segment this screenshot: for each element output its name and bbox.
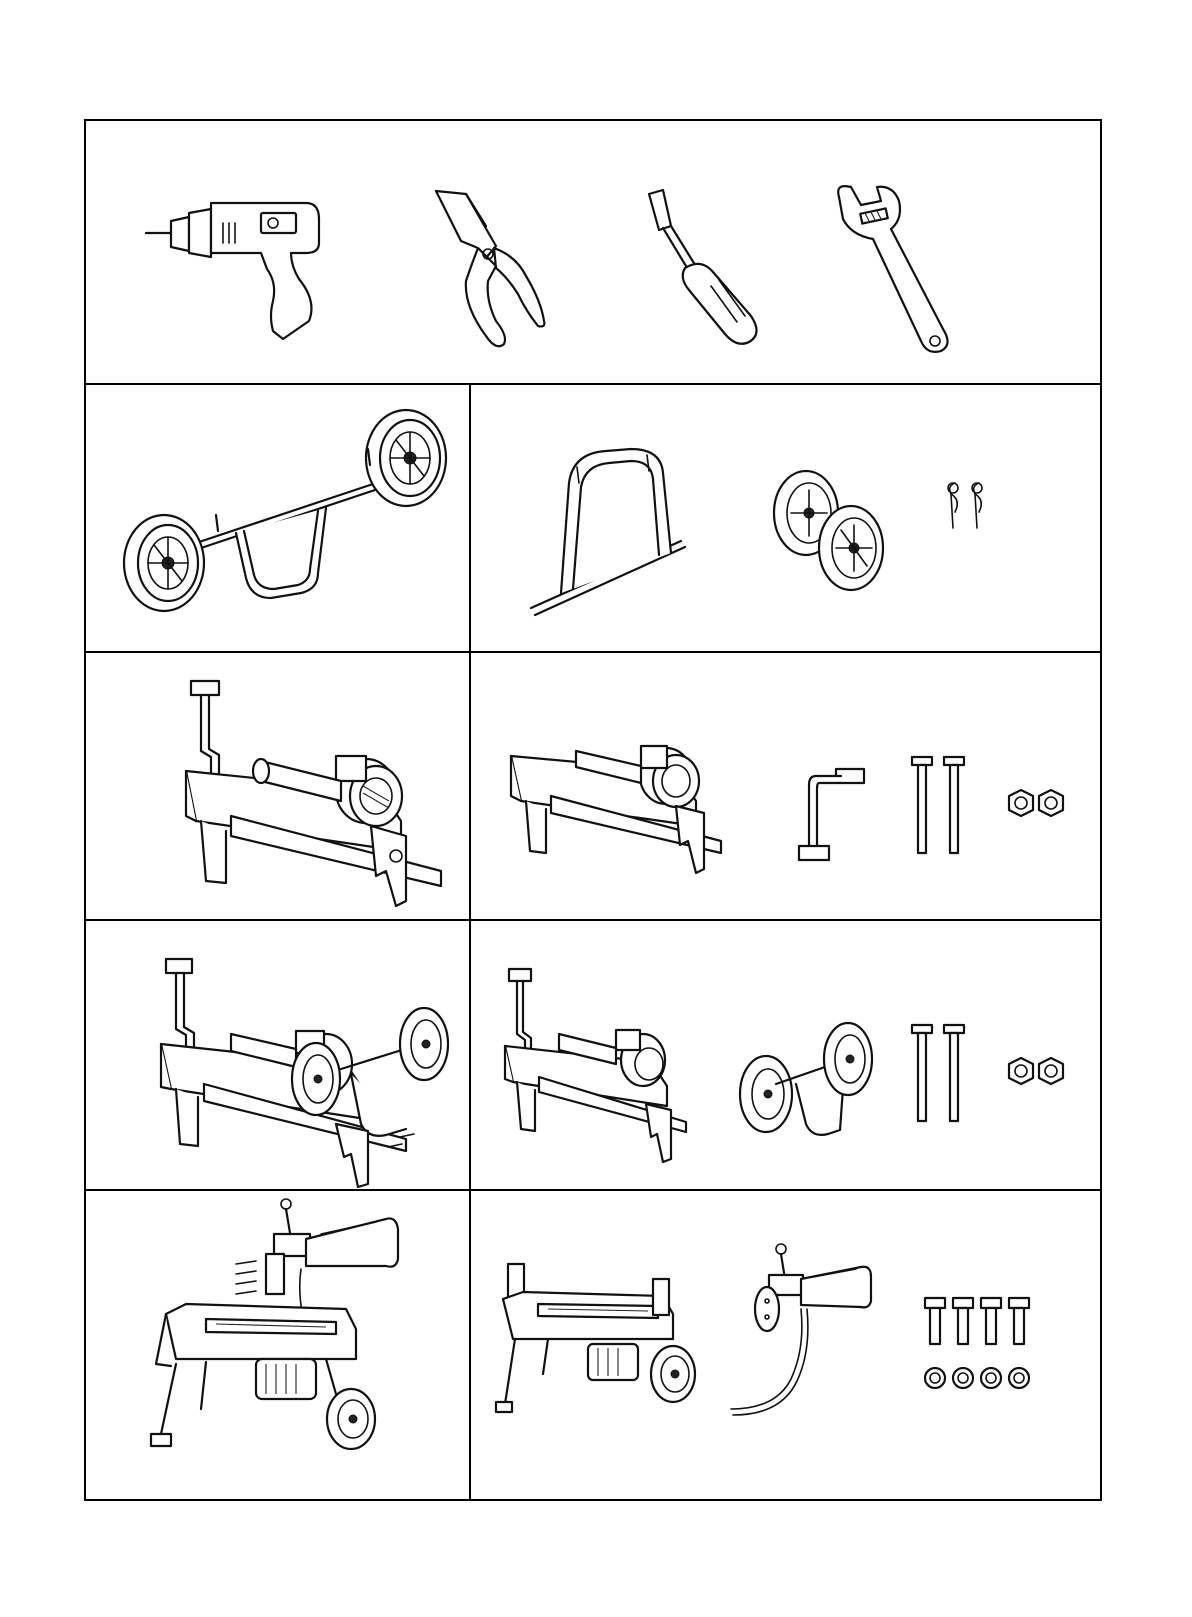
pliers-icon (426, 186, 566, 366)
step3-parts-panel (471, 919, 1100, 1189)
r-clips-pair-icon (941, 478, 1011, 548)
splitter-upright-diagram (493, 1244, 713, 1434)
bolts-set-of-4-icon (921, 1294, 1041, 1354)
splitter-with-leg-stand-diagram (171, 671, 471, 921)
step1-parts-panel (471, 383, 1100, 651)
step2-parts-panel (471, 651, 1100, 919)
wheel-axle-assembled-diagram (106, 403, 456, 643)
splitter-base-diagram (506, 701, 736, 901)
wheel-stand-frame-diagram (521, 443, 721, 623)
leg-stand-icon (781, 761, 871, 881)
bolts-pair-icon (906, 751, 976, 861)
step4-parts-panel (471, 1189, 1100, 1501)
step2-assembled-panel (86, 651, 469, 919)
step1-assembled-panel (86, 383, 469, 651)
drill-icon (141, 191, 341, 351)
tools-panel (86, 121, 1100, 383)
adjustable-wrench-icon (831, 179, 971, 379)
wheel-axle-assembly-icon (736, 1014, 886, 1164)
assembly-sheet (84, 119, 1102, 1501)
wheels-pair-icon (761, 458, 891, 598)
nuts-pair-icon (1001, 786, 1071, 826)
splitter-with-leg-stand-small-diagram (501, 964, 701, 1174)
nuts-pair-icon (1001, 1054, 1071, 1094)
step3-assembled-panel (86, 919, 469, 1189)
splitter-with-wheels-diagram (156, 949, 466, 1189)
splitter-with-handle-diagram (146, 1194, 466, 1464)
bolts-pair-icon (906, 1019, 976, 1129)
control-handle-assembly-icon (721, 1239, 881, 1439)
screwdriver-icon (641, 186, 781, 366)
step4-assembled-panel (86, 1189, 469, 1501)
washers-set-of-4-icon (921, 1364, 1041, 1394)
